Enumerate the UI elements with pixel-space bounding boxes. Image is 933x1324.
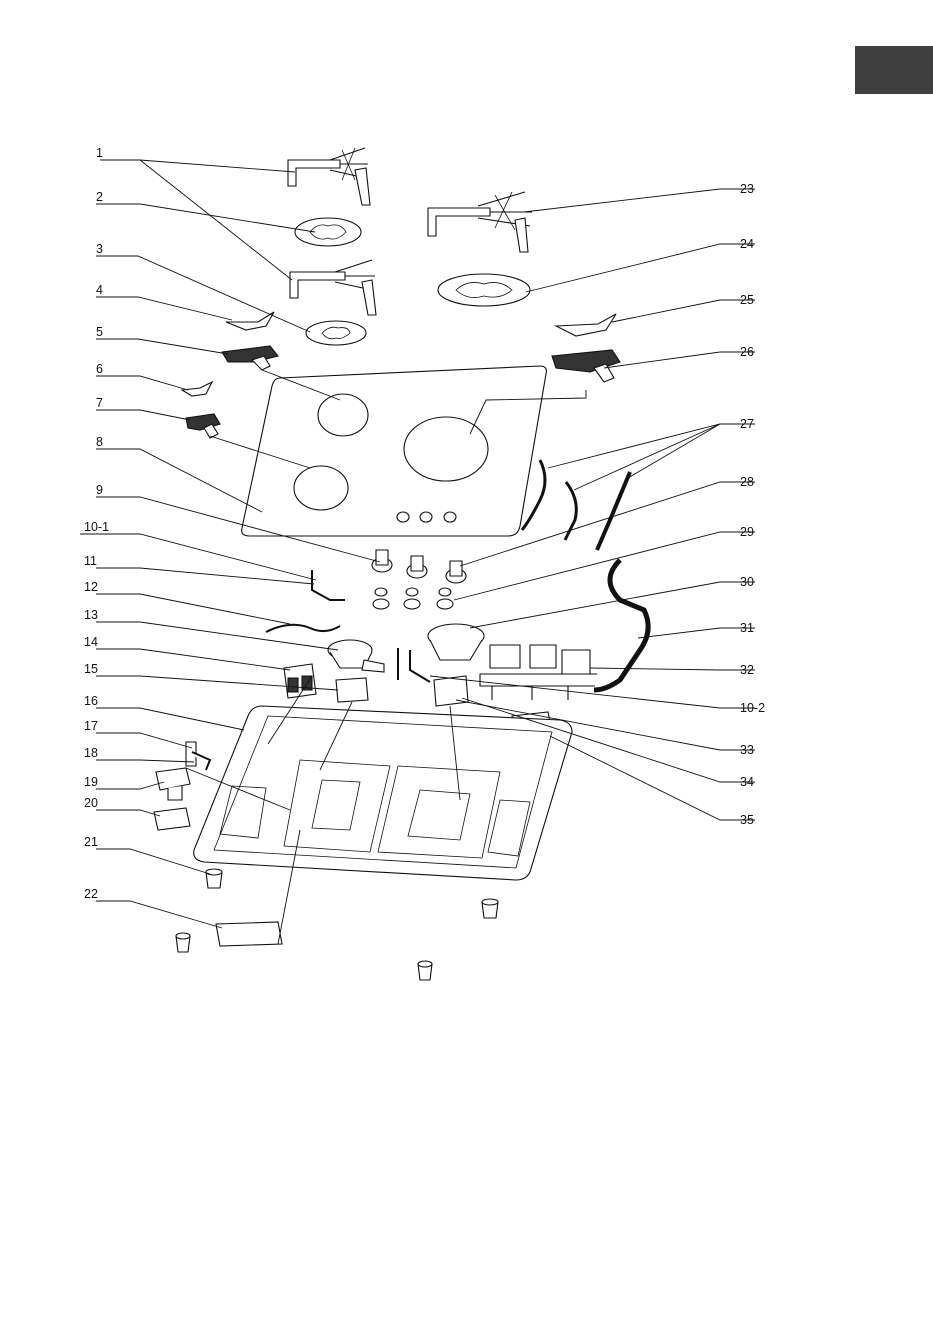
gas-hose-3 (597, 472, 630, 550)
label-3: 3 (96, 242, 103, 256)
bottom-tray (194, 706, 572, 880)
label-2: 2 (96, 190, 103, 204)
burner-cup-13 (328, 640, 384, 672)
label-9: 9 (96, 483, 103, 497)
label-11: 11 (84, 554, 97, 568)
burner-cup-30 (428, 624, 484, 660)
label-35: 35 (740, 813, 754, 827)
label-8: 8 (96, 435, 103, 449)
callout-labels-right: 23 24 25 26 27 28 29 30 31 32 10-2 33 34… (740, 182, 765, 827)
label-26: 26 (740, 345, 754, 359)
ignition-wire-12 (266, 625, 340, 632)
knob-bezel-3 (437, 599, 453, 609)
pan-support-large (428, 192, 532, 252)
label-15: 15 (84, 662, 98, 676)
label-23: 23 (740, 182, 754, 196)
glass-top-plate (242, 366, 547, 536)
label-29: 29 (740, 525, 754, 539)
burner-cap-medium (295, 218, 361, 246)
burner-head-7 (186, 414, 220, 438)
burner-cap-large (438, 274, 530, 306)
gas-pipe (594, 560, 648, 690)
label-12: 12 (84, 580, 98, 594)
label-17: 17 (84, 719, 98, 733)
label-30: 30 (740, 575, 754, 589)
label-32: 32 (740, 663, 754, 677)
label-27: 27 (740, 417, 754, 431)
burner-head-26 (552, 350, 620, 382)
label-20: 20 (84, 796, 98, 810)
label-10-2: 10-2 (740, 701, 765, 715)
thermocouple-11 (312, 570, 345, 600)
rail-22 (216, 922, 282, 946)
label-10-1: 10-1 (84, 520, 109, 534)
terminal-block (284, 664, 316, 698)
burner-head-5 (222, 346, 278, 370)
burner-cap-small (306, 321, 366, 345)
bracket-15 (336, 678, 368, 702)
label-24: 24 (740, 237, 754, 251)
label-19: 19 (84, 775, 98, 789)
label-13: 13 (84, 608, 98, 622)
knob-bezel-2 (404, 599, 420, 609)
label-5: 5 (96, 325, 103, 339)
flame-spreader-25 (556, 314, 616, 336)
flame-spreader-6 (182, 382, 212, 396)
ignition-pin (398, 648, 430, 682)
label-25: 25 (740, 293, 754, 307)
flame-spreader-4 (226, 312, 274, 330)
valve-19 (156, 768, 190, 800)
control-knobs (372, 550, 466, 583)
pan-support-small-bottom (290, 260, 376, 315)
label-7: 7 (96, 396, 103, 410)
bracket-20 (154, 808, 190, 830)
label-18: 18 (84, 746, 98, 760)
label-33: 33 (740, 743, 754, 757)
label-6: 6 (96, 362, 103, 376)
label-31: 31 (740, 621, 754, 635)
pan-support-small-top (288, 148, 370, 205)
knob-bezel-1 (373, 599, 389, 609)
label-22: 22 (84, 887, 98, 901)
label-14: 14 (84, 635, 98, 649)
label-21: 21 (84, 835, 98, 849)
label-28: 28 (740, 475, 754, 489)
label-1: 1 (96, 146, 103, 160)
label-16: 16 (84, 694, 98, 708)
label-4: 4 (96, 283, 103, 297)
gas-valves (480, 645, 610, 700)
label-34: 34 (740, 775, 754, 789)
callout-labels-left: 1 2 3 4 5 6 7 8 9 10-1 11 12 13 14 15 16… (84, 146, 109, 901)
